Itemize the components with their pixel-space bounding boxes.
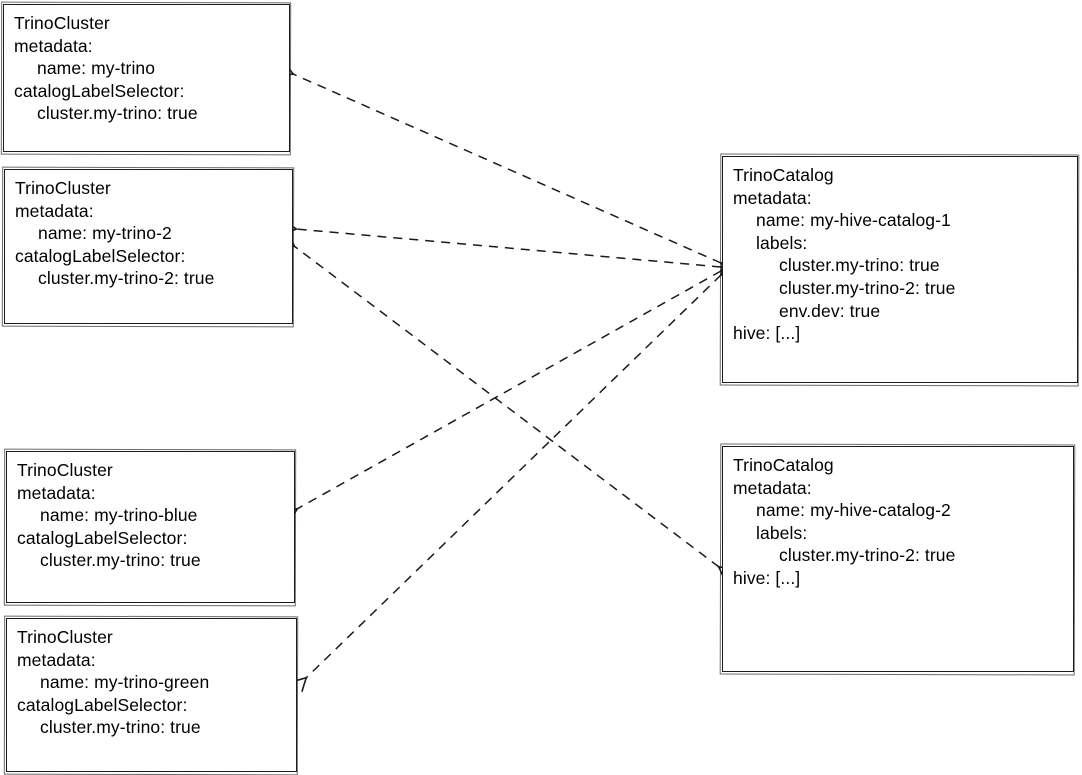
box-line: metadata:	[733, 187, 812, 208]
box-line: cluster.my-trino-2: true	[779, 277, 956, 298]
box-line: cluster.my-trino: true	[40, 550, 201, 571]
trinocatalog-box-my-hive-catalog-2: TrinoCatalog metadata: name: my-hive-cat…	[722, 446, 1074, 672]
box-line: name: my-hive-catalog-1	[756, 210, 951, 231]
box-line: TrinoCluster	[14, 13, 110, 33]
box-line: TrinoCatalog	[733, 455, 834, 475]
edge-catalog_my_hive_catalog_1--cluster_my_trino_blue	[282, 258, 736, 522]
box-line: name: my-hive-catalog-2	[756, 500, 951, 521]
box-line: labels:	[756, 522, 808, 543]
box-line: name: my-trino-2	[38, 223, 172, 244]
box-line: catalogLabelSelector:	[14, 80, 185, 101]
box-line: cluster.my-trino-2: true	[779, 545, 956, 566]
edge-catalog_my_hive_catalog_1--cluster_my_trino_green	[291, 261, 736, 692]
box-line: hive: [...]	[733, 567, 801, 588]
box-line: catalogLabelSelector:	[15, 245, 186, 266]
box-line: TrinoCluster	[17, 627, 113, 647]
box-line: name: my-trino-blue	[40, 505, 198, 526]
box-line: hive: [...]	[733, 323, 801, 344]
box-line: metadata:	[15, 200, 94, 221]
box-line: labels:	[756, 232, 808, 253]
trinocatalog-box-my-hive-catalog-1: TrinoCatalog metadata: name: my-hive-cat…	[722, 156, 1078, 383]
box-line: metadata:	[17, 649, 96, 670]
box-line: metadata:	[733, 477, 812, 498]
box-line: name: my-trino	[37, 58, 156, 79]
box-line: cluster.my-trino: true	[40, 717, 201, 738]
box-line: cluster.my-trino: true	[779, 255, 940, 276]
box-line: name: my-trino-green	[40, 672, 210, 693]
box-line: catalogLabelSelector:	[17, 694, 188, 715]
box-line: cluster.my-trino-2: true	[38, 268, 215, 289]
trinocluster-box-my-trino-green: TrinoCluster metadata: name: my-trino-gr…	[6, 618, 297, 772]
edge-catalog_my_hive_catalog_1--cluster_my_trino	[278, 62, 736, 275]
box-line: cluster.my-trino: true	[37, 103, 198, 124]
box-line: TrinoCluster	[15, 178, 111, 198]
trinocluster-box-my-trino: TrinoCluster metadata: name: my-trino ca…	[3, 4, 290, 152]
box-line: metadata:	[17, 482, 96, 503]
edge-catalog_my_hive_catalog_2--cluster_my_trino_2	[279, 232, 734, 581]
edge-catalog_my_hive_catalog_1--cluster_my_trino_2	[282, 220, 735, 276]
box-line: TrinoCluster	[17, 460, 113, 480]
box-line: env.dev: true	[779, 300, 881, 321]
trinocluster-box-my-trino-blue: TrinoCluster metadata: name: my-trino-bl…	[6, 451, 295, 603]
box-line: TrinoCatalog	[733, 165, 834, 185]
trinocluster-box-my-trino-2: TrinoCluster metadata: name: my-trino-2 …	[4, 169, 293, 324]
box-line: metadata:	[14, 35, 93, 56]
box-line: catalogLabelSelector:	[17, 527, 188, 548]
